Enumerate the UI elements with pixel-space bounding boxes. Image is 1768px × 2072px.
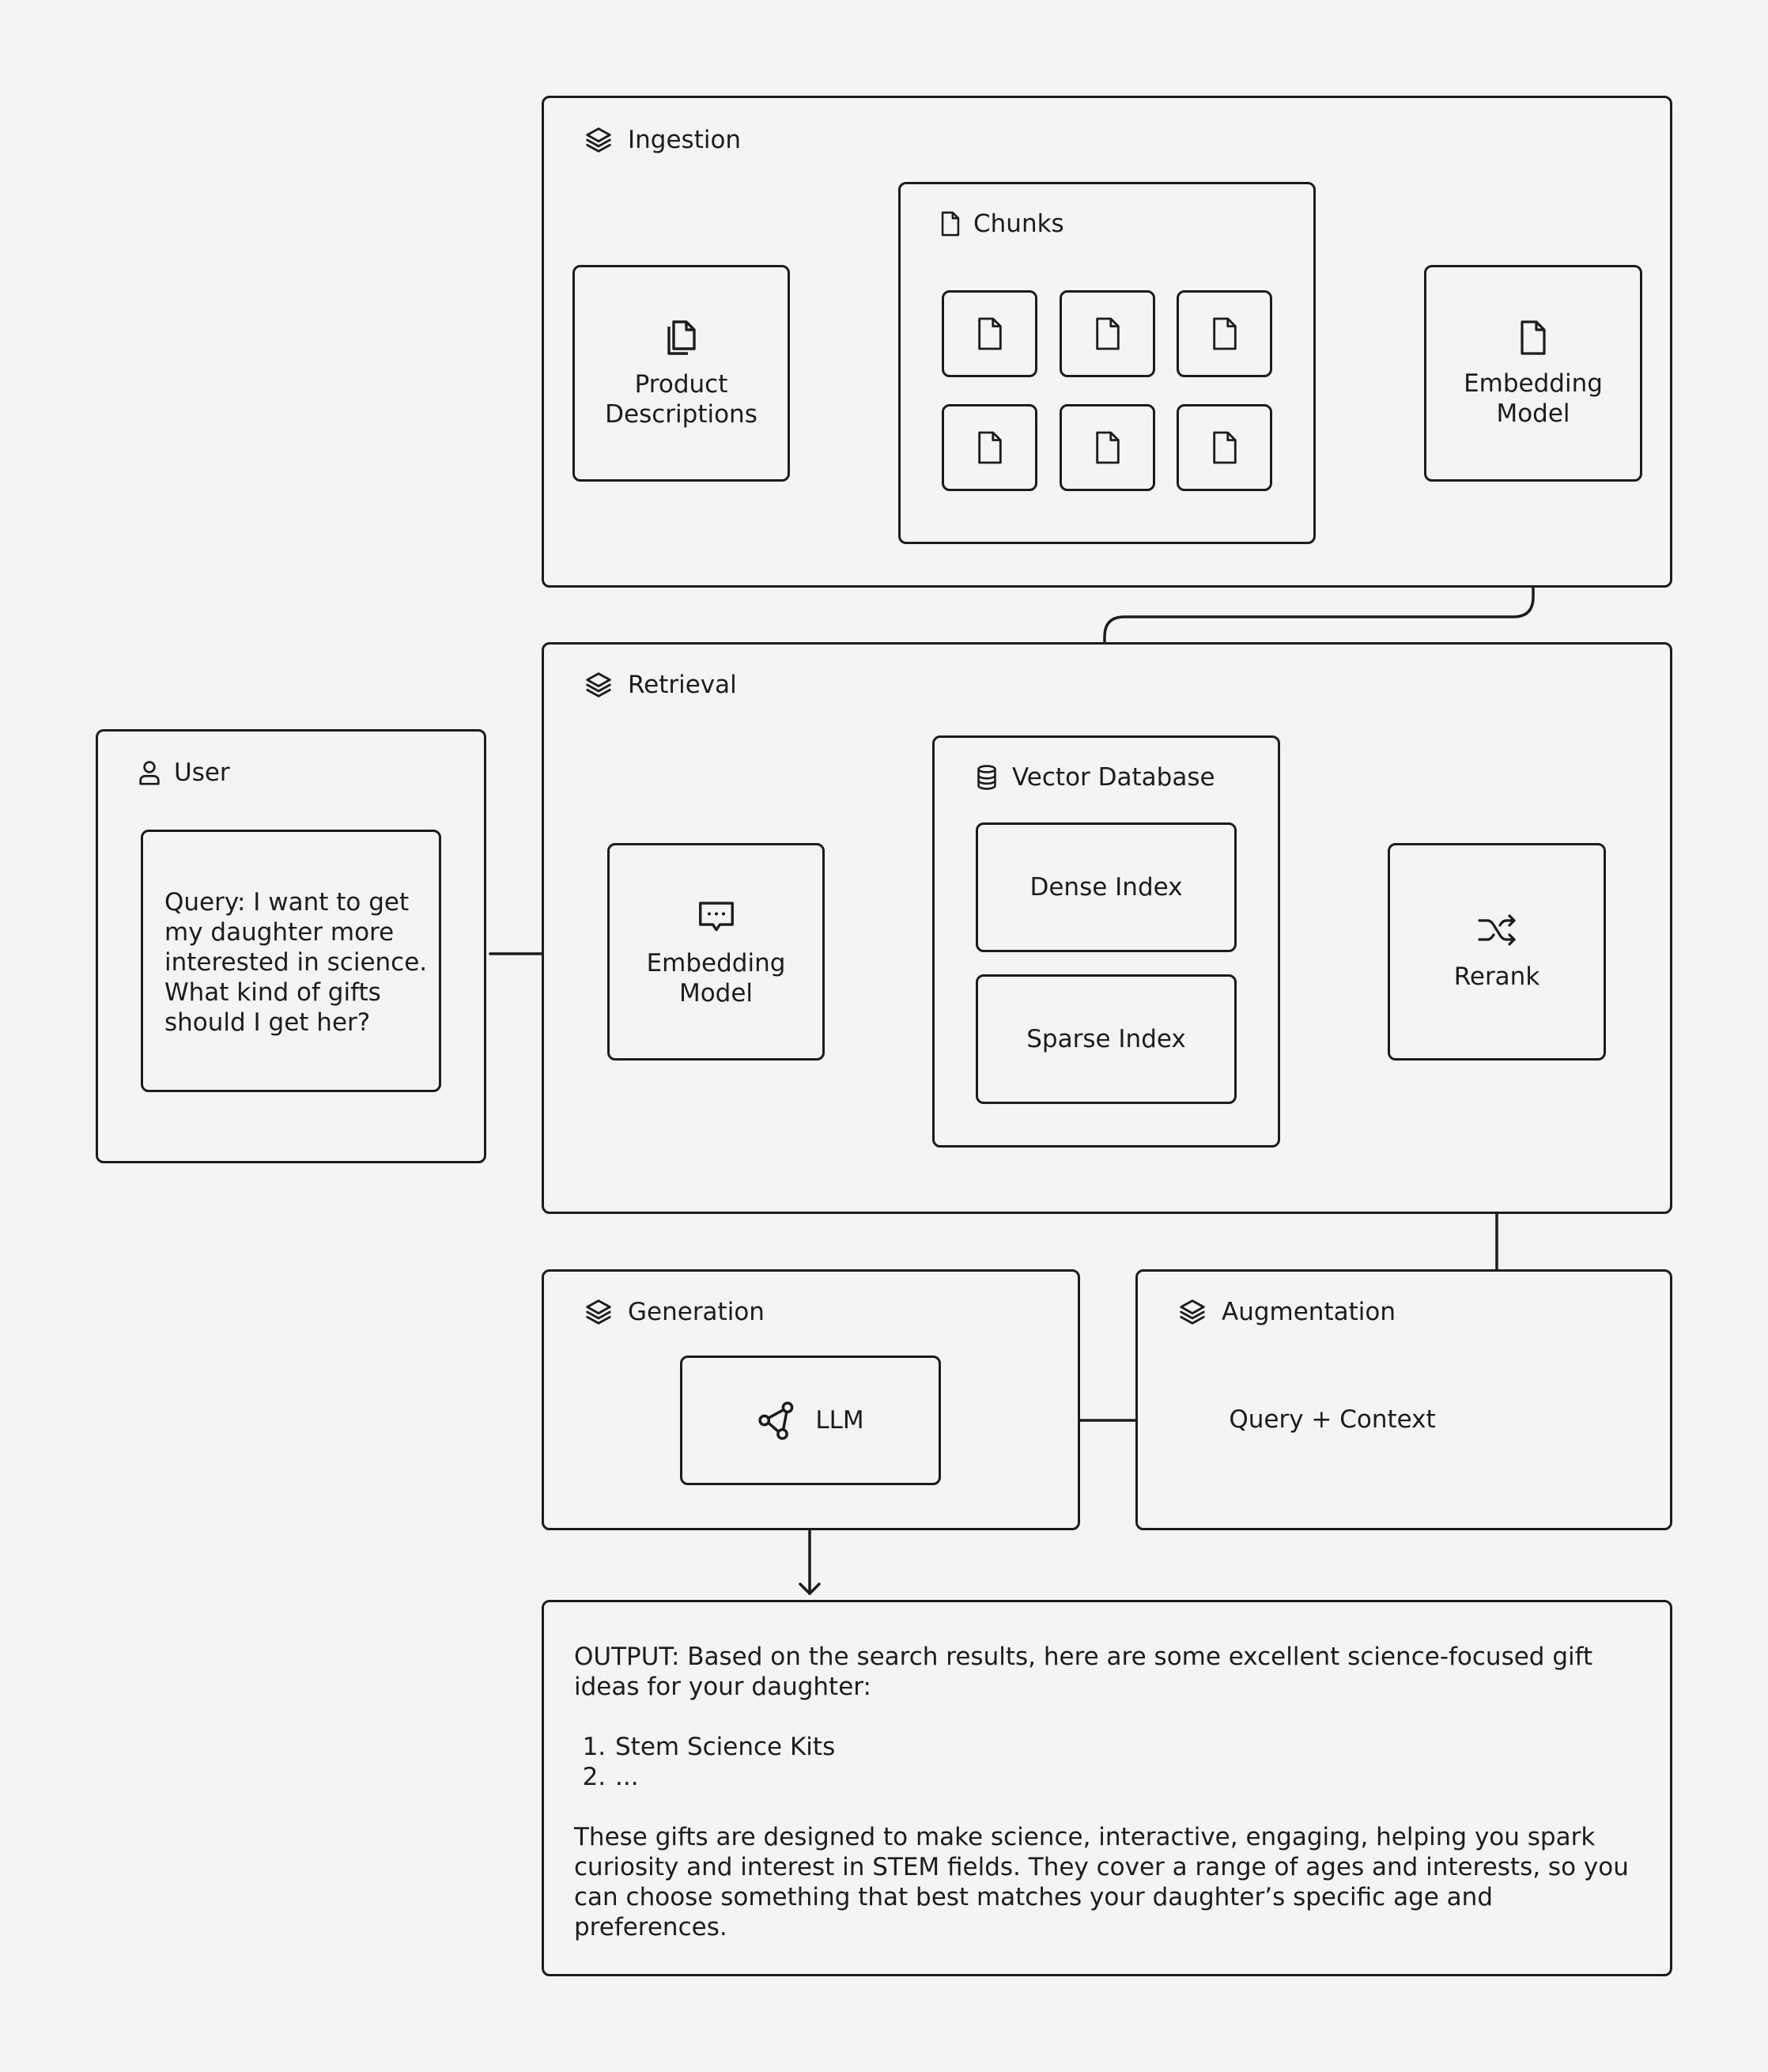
user-panel-title: User [138,758,230,787]
layers-icon [586,127,611,153]
chunk-tile[interactable] [1177,404,1272,491]
chunks-title: Chunks [939,210,1064,238]
output-list-item: Stem Science Kits [614,1732,1640,1762]
chunk-tile[interactable] [942,290,1037,377]
user-icon [139,761,160,785]
retrieval-embedding-model-node[interactable]: Embedding Model [607,843,825,1061]
user-query-box[interactable]: Query: I want to get my daughter more in… [141,830,441,1092]
augmentation-section-title: Augmentation [1177,1297,1396,1327]
output-list-item: ... [614,1762,1640,1792]
query-context-label: Query + Context [1229,1405,1436,1434]
file-icon [1212,317,1237,350]
share-nodes-icon [758,1401,794,1440]
augmentation-label: Augmentation [1222,1298,1396,1326]
generation-section-title: Generation [584,1297,765,1327]
chunk-tile[interactable] [1060,404,1155,491]
user-label: User [174,758,230,787]
database-icon [977,765,996,790]
retrieval-embedding-model-label: Embedding Model [646,948,786,1008]
output-intro: OUTPUT: Based on the search results, her… [574,1643,1593,1701]
ingestion-label: Ingestion [628,126,742,154]
chunk-tile[interactable] [1060,290,1155,377]
augmentation-section: Augmentation [1135,1269,1672,1530]
layers-icon [586,1299,611,1325]
file-icon [1521,320,1546,355]
shuffle-icon [1478,913,1516,946]
dense-index-label: Dense Index [1029,873,1183,902]
llm-label: LLM [815,1406,864,1435]
file-icon [977,431,1002,464]
chunks-label: Chunks [973,210,1064,238]
file-icon [941,211,960,236]
file-icon [1095,317,1120,350]
llm-node[interactable]: LLM [680,1355,941,1485]
retrieval-label: Retrieval [628,671,737,699]
layers-icon [1180,1299,1205,1325]
generation-label: Generation [628,1298,765,1326]
sparse-index-node[interactable]: Sparse Index [976,974,1237,1104]
output-text: OUTPUT: Based on the search results, her… [546,1642,1668,1942]
chunk-tile[interactable] [942,404,1037,491]
retrieval-section-title: Retrieval [584,670,737,700]
file-icon [1095,431,1120,464]
files-icon [667,320,696,355]
message-dots-icon [698,901,734,931]
output-closing: These gifts are designed to make science… [574,1823,1629,1942]
ingestion-embedding-model-label: Embedding Model [1464,369,1603,428]
user-query-text: Query: I want to get my daughter more in… [164,888,428,1037]
vector-database-title: Vector Database [974,763,1215,792]
ingestion-embedding-model-node[interactable]: Embedding Model [1424,265,1642,482]
product-descriptions-node[interactable]: Product Descriptions [572,265,790,482]
rerank-node[interactable]: Rerank [1388,843,1606,1061]
file-icon [1212,431,1237,464]
chunk-tile[interactable] [1177,290,1272,377]
rerank-label: Rerank [1453,962,1540,991]
output-list: Stem Science Kits ... [574,1732,1640,1792]
dense-index-node[interactable]: Dense Index [976,822,1237,952]
layers-icon [586,672,611,698]
vector-database-label: Vector Database [1012,763,1215,792]
product-descriptions-label: Product Descriptions [605,370,757,429]
sparse-index-label: Sparse Index [1026,1025,1186,1053]
ingestion-section-title: Ingestion [584,125,741,155]
output-box[interactable]: OUTPUT: Based on the search results, her… [542,1600,1672,1976]
file-icon [977,317,1002,350]
